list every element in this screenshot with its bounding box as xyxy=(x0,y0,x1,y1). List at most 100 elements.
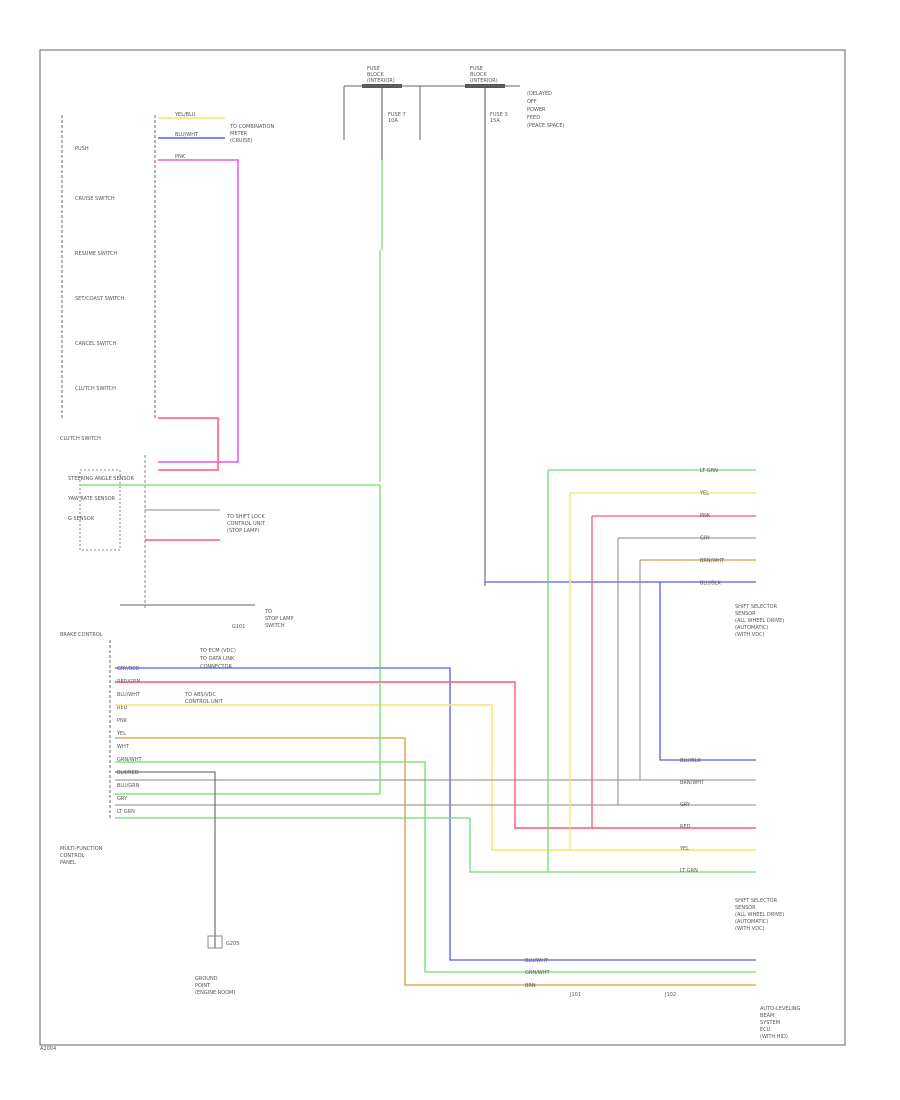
left-rows-row: RED xyxy=(117,705,128,711)
fuse-left-text-2: 10A xyxy=(388,118,398,124)
left-rows-row: BLU/GRN xyxy=(117,783,140,789)
svg-text:BRAKE CONTROL: BRAKE CONTROL xyxy=(60,632,103,638)
svg-text:TO: TO xyxy=(264,609,272,615)
bottom-right-label: AUTO-LEVELING BEAM SYSTEM ECU (WITH HID) xyxy=(760,1006,801,1040)
svg-text:SHIFT SELECTOR: SHIFT SELECTOR xyxy=(735,898,778,904)
sensor-bottom-label: SHIFT SELECTOR SENSOR (ALL WHEEL DRIVE) … xyxy=(735,898,784,932)
left-rows-row: WHT xyxy=(117,744,130,750)
svg-text:CONTROL UNIT: CONTROL UNIT xyxy=(185,699,224,705)
junction-label-2: J102 xyxy=(664,992,676,998)
right-rows-top-row: LT GRN xyxy=(700,468,718,474)
left-connector-rows: GRY/REDRED/GRNBLU/WHTREDPNKYELWHTGRN/WHT… xyxy=(116,666,142,815)
left-rows-row: BLK/RED xyxy=(117,770,139,776)
svg-text:MULTI-FUNCTION: MULTI-FUNCTION xyxy=(60,846,103,852)
svg-text:FEED: FEED xyxy=(527,115,540,121)
left-rows-row: LT GRN xyxy=(117,809,135,815)
svg-text:TO DATA LINK: TO DATA LINK xyxy=(199,656,235,662)
svg-text:(STOP LAMP): (STOP LAMP) xyxy=(227,528,259,534)
right-fuse-note: (DELAYED OFF POWER FEED (PEACE SPACE) xyxy=(527,91,565,129)
relay-module: STEERING ANGLE SENSOR YAW RATE SENSOR G … xyxy=(67,469,134,551)
svg-text:CONTROL UNIT: CONTROL UNIT xyxy=(227,521,266,527)
bottom-row-3: BRN xyxy=(525,983,536,989)
left-tap-notes: TO ECM (VDC) TO DATA LINK CONNECTOR xyxy=(199,648,236,670)
junction-label-1: J101 xyxy=(569,992,581,998)
clutch-item-cruise: CRUISE SWITCH xyxy=(75,196,115,202)
fuse-block-left: FUSE BLOCK (INTERIOR) FUSE 7 10A xyxy=(362,66,406,124)
svg-text:POWER: POWER xyxy=(527,107,546,113)
fuse-right-label-1: FUSE xyxy=(470,66,483,72)
wire-label-pnk: PNK xyxy=(175,154,186,160)
right-rows-bottom-row: RED xyxy=(680,824,691,830)
right-rows-bottom-row: LT GRN xyxy=(680,868,698,874)
svg-text:METER: METER xyxy=(230,131,248,137)
ground-top-label: G101 xyxy=(232,624,245,630)
right-rows-top-row: YEL xyxy=(699,491,709,497)
fuse-block-right: FUSE BLOCK (INTERIOR) FUSE 3 15A xyxy=(465,66,508,124)
page-mark: A2004 xyxy=(40,1046,56,1052)
svg-text:SENSOR: SENSOR xyxy=(735,611,756,617)
wire-label-bluwht: BLU/WHT xyxy=(175,132,199,138)
clutch-item-clutch: CLUTCH SWITCH xyxy=(75,386,116,392)
svg-text:(WITH VDC): (WITH VDC) xyxy=(735,926,765,932)
fuse-right-label-3: (INTERIOR) xyxy=(470,78,498,84)
clutch-switch-label: CLUTCH SWITCH xyxy=(60,436,101,442)
svg-text:(AUTOMATIC): (AUTOMATIC) xyxy=(735,625,768,631)
right-rows-top-row: PNK xyxy=(700,513,711,519)
clutch-item-resume: RESUME SWITCH xyxy=(75,251,117,257)
stop-lamp-note: TO STOP LAMP SWITCH xyxy=(264,609,293,629)
clutch-item-set: SET/COAST SWITCH xyxy=(75,296,124,302)
svg-text:TO ABS/VDC: TO ABS/VDC xyxy=(184,692,216,698)
clutch-item-cancel: CANCEL SWITCH xyxy=(75,341,117,347)
clutch-item-push: PUSH xyxy=(75,146,89,152)
left-rows-row: PNK xyxy=(117,718,128,724)
svg-text:(WITH VDC): (WITH VDC) xyxy=(735,632,765,638)
bottom-row-2: GRN/WHT xyxy=(525,970,550,976)
left-rows-row: YEL xyxy=(116,731,126,737)
right-connector-top-rows: LT GRN YEL PNK GRY BRN/WHT BLU/BLK xyxy=(699,468,725,587)
svg-text:(ALL WHEEL DRIVE): (ALL WHEEL DRIVE) xyxy=(735,912,784,918)
wire-label-yelblu: YEL/BLU xyxy=(174,112,196,118)
svg-text:YAW RATE SENSOR: YAW RATE SENSOR xyxy=(67,496,116,502)
ground-bottom-tag: G205 xyxy=(226,941,239,947)
svg-text:TO ECM (VDC): TO ECM (VDC) xyxy=(199,648,236,654)
fuse-left-text-1: FUSE 7 xyxy=(388,112,406,118)
mid-notes: TO SHIFT LOCK CONTROL UNIT (STOP LAMP) xyxy=(226,514,266,534)
mid-connector-note: TO ABS/VDC CONTROL UNIT xyxy=(184,692,224,705)
svg-text:CONTROL: CONTROL xyxy=(60,853,85,859)
sensor-top-label: SHIFT SELECTOR SENSOR (ALL WHEEL DRIVE) … xyxy=(735,604,784,638)
svg-text:(DELAYED: (DELAYED xyxy=(527,91,552,97)
svg-text:SHIFT SELECTOR: SHIFT SELECTOR xyxy=(735,604,778,610)
right-rows-bottom-row: BLU/BLK xyxy=(680,758,702,764)
svg-text:SWITCH: SWITCH xyxy=(265,623,285,629)
svg-text:ECU: ECU xyxy=(760,1027,771,1033)
left-rows-row: GRN/WHT xyxy=(117,757,142,763)
svg-text:AUTO-LEVELING: AUTO-LEVELING xyxy=(760,1006,801,1012)
svg-text:BEAM: BEAM xyxy=(760,1013,774,1019)
right-rows-top-row: GRY xyxy=(700,536,711,542)
right-rows-bottom-row: GRY xyxy=(680,802,691,808)
fuse-right-text-2: 15A xyxy=(490,118,500,124)
right-rows-top-row: BLU/BLK xyxy=(700,581,722,587)
top-right-note: TO COMBINATION METER (CRUISE) xyxy=(229,124,274,144)
svg-text:SYSTEM: SYSTEM xyxy=(760,1020,780,1026)
fuse-left-label-2: BLOCK xyxy=(367,72,384,78)
left-panel: MULTI-FUNCTION CONTROL PANEL BRAKE CONTR… xyxy=(60,632,111,866)
right-rows-bottom-row: BRN/WHT xyxy=(680,780,705,786)
left-rows-row: GRY xyxy=(117,796,128,802)
svg-text:(AUTOMATIC): (AUTOMATIC) xyxy=(735,919,768,925)
svg-text:TO SHIFT LOCK: TO SHIFT LOCK xyxy=(226,514,265,520)
right-rows-top-row: BRN/WHT xyxy=(700,558,725,564)
svg-text:G SENSOR: G SENSOR xyxy=(68,516,95,522)
svg-text:GROUND: GROUND xyxy=(195,976,218,982)
svg-text:POINT: POINT xyxy=(195,983,211,989)
svg-text:(CRUISE): (CRUISE) xyxy=(230,138,252,144)
left-rows-row: GRY/RED xyxy=(117,666,139,672)
left-rows-row: BLU/WHT xyxy=(117,692,141,698)
svg-text:TO COMBINATION: TO COMBINATION xyxy=(229,124,274,130)
svg-text:STOP LAMP: STOP LAMP xyxy=(265,616,293,622)
fuse-right-text-1: FUSE 3 xyxy=(490,112,508,118)
bottom-row-1: BLU/WHT xyxy=(525,958,549,964)
svg-text:OFF: OFF xyxy=(527,99,537,105)
